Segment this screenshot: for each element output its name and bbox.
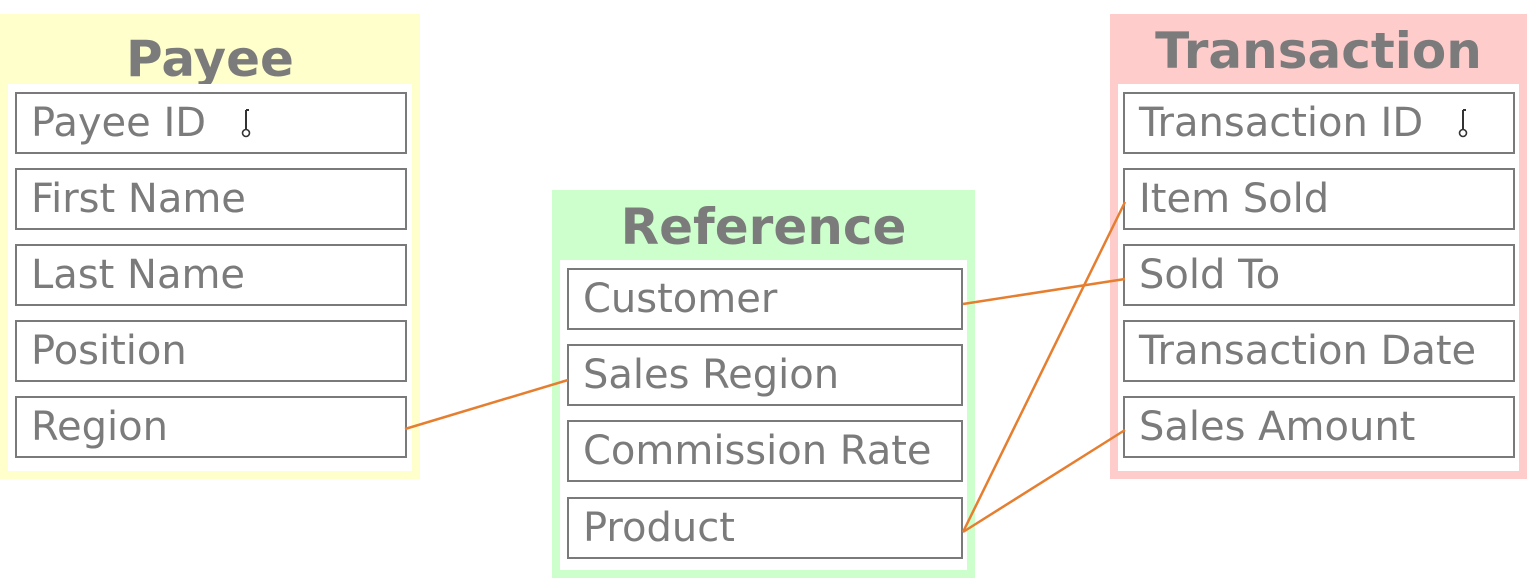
reference-field-sales-region[interactable]: Sales Region bbox=[567, 344, 963, 406]
key-icon bbox=[239, 96, 253, 154]
link-product-to-item-sold bbox=[961, 201, 1127, 533]
field-label: Position bbox=[31, 328, 187, 374]
field-label: Last Name bbox=[31, 252, 246, 298]
field-label: Commission Rate bbox=[583, 428, 932, 474]
reference-field-commission-rate[interactable]: Commission Rate bbox=[567, 420, 963, 482]
field-label: Item Sold bbox=[1139, 176, 1330, 222]
transaction-title: Transaction bbox=[1155, 22, 1482, 80]
payee-title: Payee bbox=[126, 30, 294, 88]
field-label: Transaction Date bbox=[1139, 328, 1477, 374]
reference-entity: Reference Customer Sales Region Commissi… bbox=[552, 190, 975, 578]
transaction-entity: Transaction Transaction ID Item Sold Sol… bbox=[1110, 14, 1527, 479]
field-label: Region bbox=[31, 404, 168, 450]
payee-field-last-name[interactable]: Last Name bbox=[15, 244, 407, 306]
payee-field-first-name[interactable]: First Name bbox=[15, 168, 407, 230]
transaction-field-sold-to[interactable]: Sold To bbox=[1123, 244, 1515, 306]
field-label: Sales Amount bbox=[1139, 404, 1416, 450]
field-label: Sold To bbox=[1139, 252, 1281, 298]
payee-entity: Payee Payee ID First Name Last Name Posi… bbox=[0, 14, 420, 479]
transaction-field-transaction-id[interactable]: Transaction ID bbox=[1123, 92, 1515, 154]
link-customer-to-sold-to bbox=[962, 277, 1126, 306]
reference-fields: Customer Sales Region Commission Rate Pr… bbox=[560, 260, 967, 570]
payee-field-position[interactable]: Position bbox=[15, 320, 407, 382]
key-icon bbox=[1456, 96, 1470, 154]
transaction-field-item-sold[interactable]: Item Sold bbox=[1123, 168, 1515, 230]
field-label: Sales Region bbox=[583, 352, 840, 398]
payee-field-payee-id[interactable]: Payee ID bbox=[15, 92, 407, 154]
reference-field-customer[interactable]: Customer bbox=[567, 268, 963, 330]
reference-field-product[interactable]: Product bbox=[567, 497, 963, 559]
transaction-field-sales-amount[interactable]: Sales Amount bbox=[1123, 396, 1515, 458]
transaction-fields: Transaction ID Item Sold Sold To Transac… bbox=[1118, 84, 1519, 471]
field-label: Product bbox=[583, 505, 735, 551]
transaction-field-transaction-date[interactable]: Transaction Date bbox=[1123, 320, 1515, 382]
payee-fields: Payee ID First Name Last Name Position R… bbox=[8, 84, 412, 471]
payee-field-region[interactable]: Region bbox=[15, 396, 407, 458]
field-label: Customer bbox=[583, 276, 778, 322]
field-label: Transaction ID bbox=[1139, 100, 1424, 146]
link-region-to-sales-region bbox=[404, 378, 569, 431]
reference-title: Reference bbox=[620, 198, 907, 256]
field-label: Payee ID bbox=[31, 100, 207, 146]
field-label: First Name bbox=[31, 176, 246, 222]
link-product-to-sales-amount bbox=[962, 428, 1126, 534]
